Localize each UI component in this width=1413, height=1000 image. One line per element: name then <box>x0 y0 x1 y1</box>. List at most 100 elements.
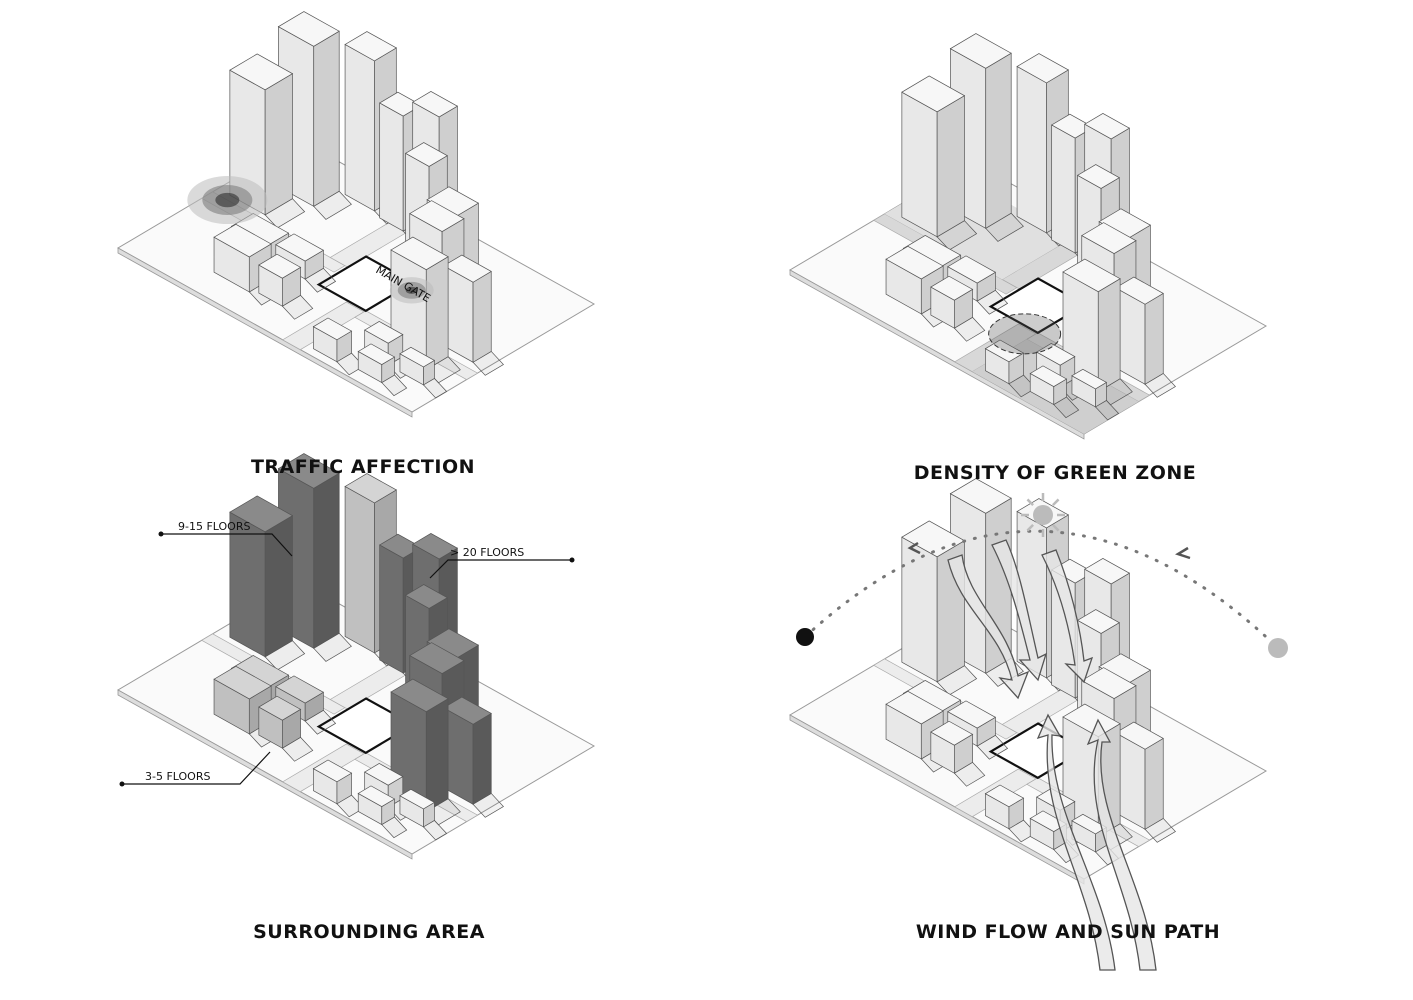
building-face <box>312 317 353 341</box>
building <box>229 53 306 229</box>
building-face <box>357 785 396 807</box>
building-face <box>1076 164 1120 189</box>
building-face <box>947 255 997 284</box>
building-face <box>1081 667 1137 700</box>
building-face <box>930 275 974 301</box>
building-face <box>1016 65 1047 234</box>
building-face <box>1076 609 1120 634</box>
building-face <box>885 690 944 725</box>
sun-path-arc <box>803 529 1280 650</box>
building-face <box>379 102 404 232</box>
building <box>229 495 306 671</box>
building-face <box>404 584 448 609</box>
wind-arrow <box>1041 549 1094 684</box>
title-density-green-zone: DENSITY OF GREEN ZONE <box>913 462 1197 484</box>
building-face <box>1035 343 1076 366</box>
building-face <box>277 453 340 489</box>
building-face <box>390 236 449 271</box>
building <box>442 696 504 818</box>
wind-arrow <box>1036 713 1116 971</box>
direction-chevron <box>1175 546 1191 560</box>
building-face <box>409 642 465 675</box>
building-face <box>949 478 1012 514</box>
wind-arrow <box>991 539 1048 682</box>
building-face <box>344 31 398 62</box>
building-face <box>258 253 302 279</box>
building-face <box>1083 557 1131 585</box>
building-face <box>901 536 938 683</box>
traffic-affection-diagram <box>116 11 596 418</box>
building-face <box>442 254 492 283</box>
building-face <box>984 784 1025 808</box>
wind-sun-diagram <box>788 478 1288 971</box>
building-face <box>411 90 459 118</box>
building <box>399 346 448 399</box>
sunrise-dot <box>796 628 814 646</box>
building-face <box>1097 278 1121 393</box>
traffic-hotspot <box>215 192 240 208</box>
wind-arrow <box>1086 718 1157 971</box>
building <box>312 759 365 818</box>
building-face <box>936 95 965 238</box>
surrounding-area-diagram <box>116 453 596 860</box>
building-face <box>399 788 436 810</box>
building-face <box>264 73 293 216</box>
building <box>1029 365 1080 419</box>
building <box>984 784 1037 843</box>
building-face <box>313 472 340 649</box>
building <box>901 75 978 251</box>
building-face <box>275 233 325 262</box>
building-face <box>357 343 396 365</box>
building-face <box>390 678 449 713</box>
building <box>1114 276 1176 398</box>
direction-chevron <box>907 541 921 555</box>
building-face <box>1144 737 1164 830</box>
building-face <box>442 696 492 725</box>
building-face <box>949 33 1012 69</box>
building-face <box>404 142 448 167</box>
building-face <box>229 495 294 533</box>
building <box>390 678 461 826</box>
building-face <box>425 256 449 371</box>
building-face <box>1081 222 1137 255</box>
building-face <box>1083 112 1131 140</box>
building-face <box>1062 703 1121 738</box>
sunset-dot <box>1268 638 1288 658</box>
building-face <box>425 698 449 813</box>
building <box>312 317 365 376</box>
building-face <box>229 53 294 91</box>
building-face <box>344 473 398 504</box>
building <box>901 520 978 696</box>
ground-edge <box>117 247 413 418</box>
building <box>930 275 986 342</box>
building-face <box>1051 124 1076 254</box>
ground-edge <box>117 689 413 860</box>
building <box>357 343 408 397</box>
ground-edge <box>789 269 1085 440</box>
building <box>1071 368 1120 421</box>
building <box>399 788 448 841</box>
title-surrounding-area: SURROUNDING AREA <box>253 921 485 943</box>
label-9-15-floors: 9-15 FLOORS <box>178 520 250 533</box>
building-face <box>1114 276 1164 305</box>
traffic-hotspot <box>405 286 418 294</box>
building-face <box>344 43 375 212</box>
building-face <box>947 700 997 729</box>
building-face <box>379 544 404 674</box>
building-face <box>313 30 340 207</box>
building-face <box>1144 292 1164 385</box>
building-face <box>472 712 492 805</box>
building-face <box>1029 365 1068 387</box>
building-face <box>1016 53 1070 84</box>
building-face <box>1071 368 1108 390</box>
building-face <box>363 763 404 786</box>
building-face <box>275 675 325 704</box>
building-face <box>1114 721 1164 750</box>
building-face <box>258 695 302 721</box>
building-face <box>901 91 938 238</box>
intersection-highlight <box>988 313 1062 355</box>
building-face <box>409 200 465 233</box>
building <box>357 785 408 839</box>
building-face <box>1062 258 1121 293</box>
